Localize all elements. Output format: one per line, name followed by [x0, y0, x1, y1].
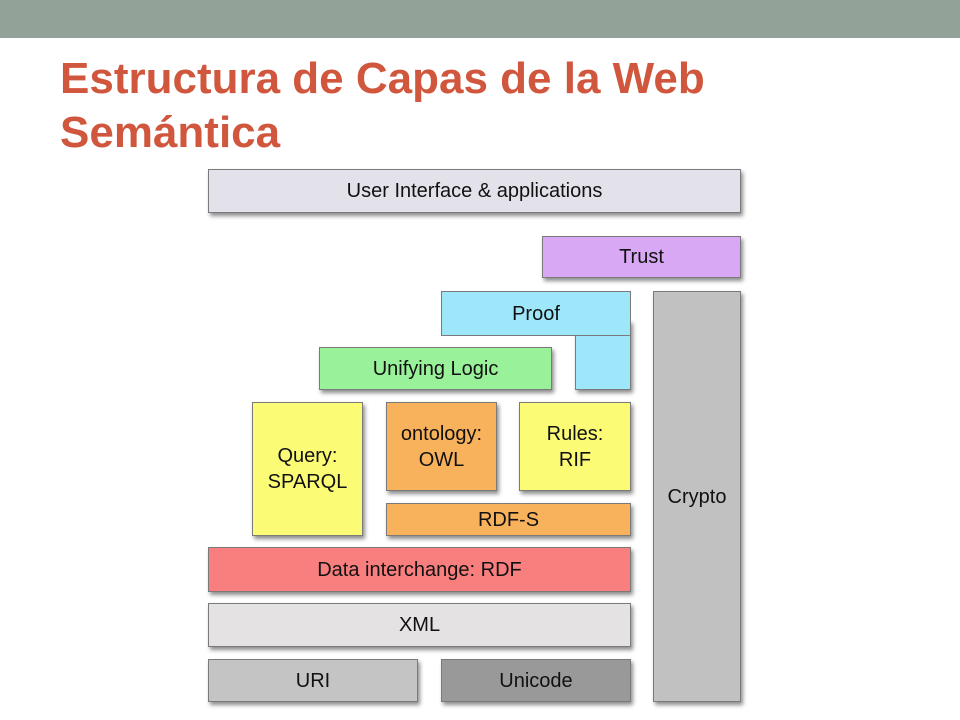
layer-crypto-label: Crypto	[667, 485, 727, 508]
layer-crypto: Crypto	[653, 291, 741, 702]
layer-rules-rif: Rules: RIF	[519, 402, 631, 491]
header-band	[0, 0, 960, 38]
layer-unifying-logic: Unifying Logic	[319, 347, 552, 390]
layer-ontology-owl-label: ontology: OWL	[400, 422, 483, 471]
slide-title: Estructura de Capas de la Web Semántica	[60, 54, 705, 157]
layer-user-interface-label: User Interface & applications	[346, 180, 603, 202]
layer-proof: Proof	[441, 291, 631, 336]
semantic-web-layer-cake: User Interface & applications Trust Proo…	[194, 160, 756, 720]
layer-xml-label: XML	[398, 614, 441, 636]
layer-uri: URI	[208, 659, 418, 702]
layer-unifying-logic-label: Unifying Logic	[372, 357, 499, 380]
layer-data-interchange-rdf-label: Data interchange: RDF	[317, 558, 522, 581]
layer-user-interface: User Interface & applications	[208, 169, 741, 213]
layer-ontology-owl: ontology: OWL	[386, 402, 497, 491]
layer-rules-rif-label: Rules: RIF	[546, 422, 604, 471]
layer-xml: XML	[208, 603, 631, 647]
layer-trust: Trust	[542, 236, 741, 278]
layer-query-sparql: Query: SPARQL	[252, 402, 363, 536]
layer-query-sparql-label: Query: SPARQL	[267, 445, 348, 493]
layer-trust-label: Trust	[619, 246, 664, 268]
layer-uri-label: URI	[295, 669, 331, 692]
layer-rdf-schema: RDF-S	[386, 503, 631, 536]
layer-proof-label: Proof	[512, 302, 560, 325]
layer-data-interchange-rdf: Data interchange: RDF	[208, 547, 631, 592]
layer-unicode-label: Unicode	[499, 669, 573, 692]
layer-rdf-schema-label: RDF-S	[477, 508, 540, 531]
layer-unicode: Unicode	[441, 659, 631, 702]
